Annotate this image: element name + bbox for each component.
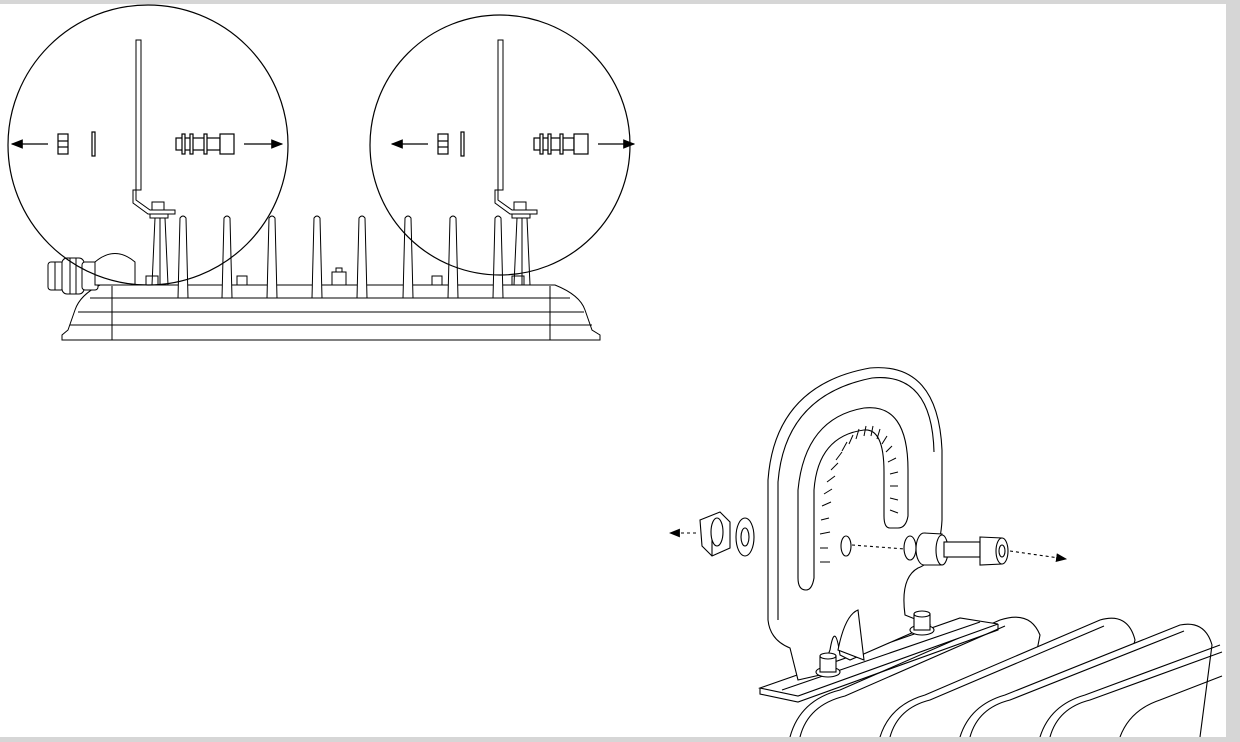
washer-icon (460, 131, 465, 157)
right-bracket (494, 39, 538, 286)
front-view (47, 39, 601, 341)
nut-icon (437, 133, 449, 155)
housing-base (61, 284, 601, 341)
iso-bracket-plate (767, 367, 943, 681)
left-bracket (132, 39, 176, 286)
left-detail-circle (7, 4, 289, 286)
right-detail-circle (369, 14, 636, 276)
frame-right-border (1226, 0, 1240, 742)
isometric-view (668, 367, 1223, 737)
angle-scale-ticks (819, 425, 899, 563)
cooling-fins (177, 215, 504, 299)
nut-icon (57, 133, 69, 155)
bolt-icon (175, 133, 235, 155)
iso-housing-fins (789, 616, 1223, 737)
frame-bottom-border (0, 737, 1240, 742)
bolt-icon (533, 133, 589, 155)
washer-icon (735, 517, 755, 557)
washer-icon (91, 131, 96, 157)
iso-base-bolts (815, 610, 935, 678)
frame-top-border (0, 0, 1240, 4)
arrow-right-icon (1009, 550, 1068, 562)
cable-gland (47, 253, 136, 295)
nut-icon (699, 511, 731, 557)
bolt-icon (903, 532, 1009, 566)
